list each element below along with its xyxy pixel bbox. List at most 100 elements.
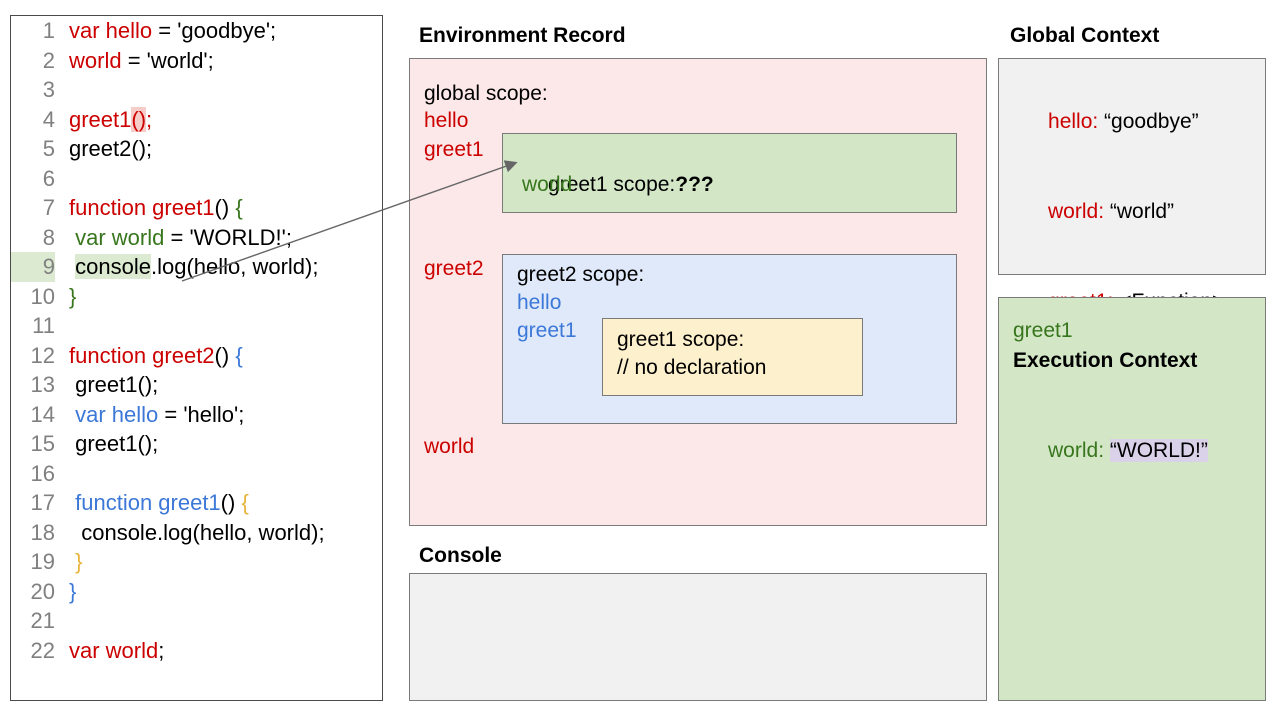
global-var-hello: hello (424, 109, 469, 132)
code-token: var hello (75, 401, 159, 427)
line-content: greet1(); (55, 370, 158, 400)
execution-context-title: Execution Context (1013, 349, 1198, 372)
code-line[interactable]: 3 (11, 75, 382, 105)
code-token: greet1(); (69, 431, 159, 456)
line-number: 14 (30, 401, 55, 427)
console-output-panel[interactable] (409, 573, 987, 701)
line-number: 17 (30, 490, 55, 515)
execution-context-panel: greet1 Execution Context world: “WORLD!” (998, 297, 1266, 701)
code-token: () (214, 195, 236, 220)
environment-record-panel: global scope: hello greet1 greet2 world … (409, 58, 987, 526)
console-title: Console (419, 544, 502, 567)
code-token: ; (146, 106, 153, 132)
line-number: 16 (30, 460, 55, 486)
global-context-key: hello: (1048, 110, 1099, 133)
code-line[interactable]: 11 (11, 311, 382, 341)
execution-context-scope-name: greet1 (1013, 319, 1073, 342)
code-line[interactable]: 16 (11, 459, 382, 489)
global-context-entry: hello: “goodbye” (1013, 77, 1224, 167)
execution-context-key: world: (1048, 439, 1105, 462)
global-context-value: “world” (1104, 200, 1175, 223)
line-content: greet1(); (55, 429, 158, 459)
line-number: 22 (30, 637, 55, 663)
execution-context-spacer (1013, 376, 1208, 406)
code-token: var world (69, 637, 159, 663)
global-var-greet1: greet1 (424, 138, 484, 161)
code-token: { (241, 490, 249, 515)
code-line[interactable]: 15 greet1(); (11, 429, 382, 459)
code-token: world (69, 47, 122, 73)
line-content: var hello = 'goodbye'; (55, 16, 276, 46)
greet2-scope-var-hello: hello (517, 291, 562, 314)
code-token: console.log(hello, world); (69, 519, 325, 545)
line-number: 7 (42, 195, 55, 220)
global-context-entry: world: “world” (1013, 167, 1224, 257)
code-token: = 'goodbye'; (152, 18, 277, 43)
global-context-panel: hello: “goodbye” world: “world” greet1: … (998, 58, 1266, 313)
line-number: 10 (30, 283, 55, 309)
line-number: 3 (42, 77, 55, 102)
code-line[interactable]: 8 var world = 'WORLD!'; (11, 223, 382, 253)
greet1-scope-header: greet1 scope: (548, 173, 676, 196)
line-number: 12 (30, 342, 55, 368)
greet2-scope-var-greet1: greet1 (517, 319, 577, 342)
global-context-value: “goodbye” (1098, 110, 1199, 133)
code-line[interactable]: 20} (11, 577, 382, 607)
line-number: 8 (42, 224, 55, 250)
global-context-key: world: (1048, 200, 1105, 223)
line-number: 11 (32, 313, 55, 338)
line-content: greet1(); (55, 105, 152, 135)
code-token: () (131, 106, 147, 132)
greet2-scope-box: greet2 scope: hello greet1 greet1 scope:… (502, 254, 957, 424)
code-token: .log(hello, world); (150, 254, 319, 279)
greet1-inner-scope-header: greet1 scope: (617, 328, 745, 351)
code-line[interactable]: 14 var hello = 'hello'; (11, 400, 382, 430)
line-content: function greet1() { (55, 193, 243, 223)
code-line[interactable]: 21 (11, 606, 382, 636)
code-line[interactable]: 22 var world; (11, 636, 382, 666)
code-token: = 'WORLD!'; (164, 224, 292, 250)
line-content: console.log(hello, world); (55, 252, 318, 282)
code-token: = 'world'; (121, 47, 214, 73)
line-content: function greet2() { (55, 341, 243, 371)
greet1-scope-box: greet1 scope:??? world (502, 133, 957, 213)
code-line[interactable]: 13 greet1(); (11, 370, 382, 400)
line-content: world = 'world'; (55, 46, 214, 76)
line-number: 9 (11, 252, 55, 282)
global-var-greet2: greet2 (424, 257, 484, 280)
code-token: var hello (69, 18, 153, 43)
line-number: 4 (42, 106, 55, 132)
code-token: var world (75, 224, 165, 250)
code-token: } (69, 283, 77, 309)
code-line[interactable]: 19 } (11, 547, 382, 577)
line-number: 21 (30, 608, 55, 633)
code-line[interactable]: 9 console.log(hello, world); (11, 252, 382, 282)
code-line[interactable]: 17 function greet1() { (11, 488, 382, 518)
greet1-inner-scope-box: greet1 scope: // no declaration (602, 318, 863, 396)
greet1-scope-var-world: world (522, 173, 573, 196)
line-number: 2 (42, 47, 55, 73)
code-line[interactable]: 10} (11, 282, 382, 312)
code-token: ; (158, 637, 165, 663)
line-number: 6 (42, 165, 55, 191)
code-token: () (220, 490, 242, 515)
line-content: greet2(); (55, 134, 152, 164)
line-content: } (55, 547, 82, 577)
line-number: 18 (30, 519, 55, 545)
code-token: greet1 (69, 106, 132, 132)
line-content: var world = 'WORLD!'; (55, 223, 292, 253)
line-number: 20 (30, 578, 55, 604)
code-line[interactable]: 18 console.log(hello, world); (11, 518, 382, 548)
code-token: } (69, 578, 77, 604)
global-scope-label: global scope: (424, 82, 548, 105)
code-token: greet2(); (69, 136, 153, 161)
line-number: 1 (42, 18, 55, 43)
code-line[interactable]: 6 (11, 164, 382, 194)
